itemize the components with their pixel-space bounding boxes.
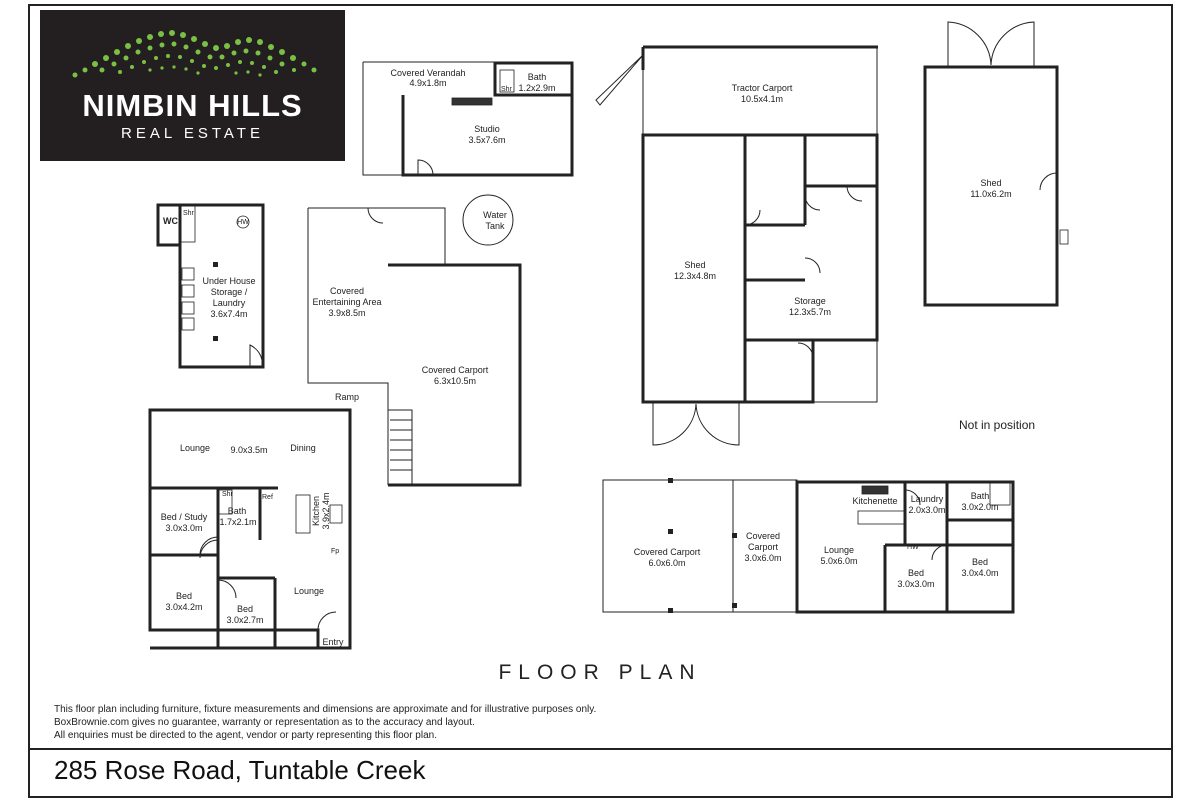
ramp-label: Ramp	[335, 392, 359, 402]
carport-b-label-1: Covered	[746, 531, 780, 541]
middle-shed-label: Shed	[684, 260, 705, 270]
disclaimer: This floor plan including furniture, fix…	[54, 703, 596, 742]
cabin-lounge-dim: 5.0x6.0m	[820, 556, 857, 566]
covered-verandah-dim: 4.9x1.8m	[409, 78, 446, 88]
middle-shed-dim: 12.3x4.8m	[674, 271, 716, 281]
kitchenette-label: Kitchenette	[852, 496, 897, 506]
wc-shower-label: Shr	[183, 210, 195, 217]
entry-label: Entry	[322, 637, 344, 647]
hills-logo-graphic	[72, 30, 317, 78]
shed-storage-walls	[641, 133, 879, 404]
bed-d-dim: 3.0x4.0m	[961, 568, 998, 578]
under-house-label-2: Storage /	[211, 287, 248, 297]
right-shed-dim: 11.0x6.2m	[970, 189, 1011, 199]
covered-verandah-label: Covered Verandah	[390, 68, 465, 78]
bed-b-label: Bed	[237, 604, 253, 614]
house-bath-dim: 1.7x2.1m	[219, 517, 256, 527]
fireplace-label: Fp	[331, 548, 339, 555]
kitchen-dim: 3.9x2.4m	[321, 492, 331, 529]
hot-water-label: HW	[237, 219, 249, 226]
not-in-position-note: Not in position	[959, 418, 1036, 432]
studio-bath-label: Bath	[528, 72, 547, 82]
water-tank-label-1: Water	[483, 210, 507, 220]
wc-label: WC	[163, 216, 178, 226]
studio-bath-dim: 1.2x2.9m	[518, 83, 555, 93]
right-shed-walls	[923, 65, 1059, 307]
carport-a-dim: 6.0x6.0m	[648, 558, 685, 568]
house-bath-label: Bath	[228, 506, 247, 516]
bed-c-dim: 3.0x3.0m	[897, 579, 934, 589]
kitchen-label: Kitchen	[311, 496, 321, 526]
cabin-hot-water-label: HW	[907, 544, 919, 551]
company-logo: NIMBIN HILLS REAL ESTATE	[40, 10, 345, 161]
house-lounge-label: Lounge	[180, 443, 210, 453]
bed-c-label: Bed	[908, 568, 924, 578]
bed-a-label: Bed	[176, 591, 192, 601]
cabin-lounge-label: Lounge	[824, 545, 854, 555]
dining-label: Dining	[290, 443, 316, 453]
laundry-dim: 2.0x3.0m	[908, 505, 945, 515]
under-house-label-1: Under House	[202, 276, 255, 286]
main-carport-walls	[388, 263, 522, 487]
main-carport-label: Covered Carport	[422, 365, 489, 375]
studio-shower-label: Shr	[501, 86, 513, 93]
covered-entertaining-dim: 3.9x8.5m	[328, 308, 365, 318]
bed-study-dim: 3.0x3.0m	[165, 523, 202, 533]
main-carport-dim: 6.3x10.5m	[434, 376, 476, 386]
water-tank-label-2: Tank	[485, 221, 505, 231]
under-house-walls	[178, 203, 265, 369]
covered-entertaining-label-2: Entertaining Area	[312, 297, 381, 307]
storage-label: Storage	[794, 296, 826, 306]
disclaimer-line: This floor plan including furniture, fix…	[54, 704, 597, 715]
under-house-label-3: Laundry	[213, 298, 246, 308]
house-shower-label: Shr	[222, 491, 234, 498]
carport-b-label-2: Carport	[748, 542, 779, 552]
house-lounge-label-2: Lounge	[294, 586, 324, 596]
fridge-label: Ref	[262, 494, 273, 501]
right-shed-label: Shed	[980, 178, 1001, 188]
logo-subtitle: REAL ESTATE	[121, 125, 264, 142]
bed-a-dim: 3.0x4.2m	[165, 602, 202, 612]
cabin-bath-label: Bath	[971, 491, 990, 501]
floor-plan-title: FLOOR PLAN	[498, 661, 702, 684]
cabin-bath-dim: 3.0x2.0m	[961, 502, 998, 512]
carport-a-label: Covered Carport	[634, 547, 701, 557]
carport-b-dim: 3.0x6.0m	[744, 553, 781, 563]
disclaimer-line: All enquiries must be directed to the ag…	[54, 730, 437, 741]
studio-dim: 3.5x7.6m	[468, 135, 505, 145]
disclaimer-line: BoxBrownie.com gives no guarantee, warra…	[54, 717, 475, 728]
bed-d-label: Bed	[972, 557, 988, 567]
water-tank-shape	[462, 194, 514, 246]
tractor-carport-label: Tractor Carport	[732, 83, 793, 93]
bed-b-dim: 3.0x2.7m	[226, 615, 263, 625]
house-lounge-dining-dim: 9.0x3.5m	[230, 445, 267, 455]
storage-dim: 12.3x5.7m	[789, 307, 831, 317]
tractor-carport-dim: 10.5x4.1m	[741, 94, 783, 104]
covered-entertaining-label-1: Covered	[330, 286, 364, 296]
studio-label: Studio	[474, 124, 500, 134]
studio-bath-walls	[493, 61, 574, 97]
property-address: 285 Rose Road, Tuntable Creek	[54, 755, 426, 785]
bed-study-label: Bed / Study	[161, 512, 208, 522]
laundry-label: Laundry	[911, 494, 944, 504]
logo-name: NIMBIN HILLS	[82, 88, 303, 123]
under-house-dim: 3.6x7.4m	[210, 309, 247, 319]
